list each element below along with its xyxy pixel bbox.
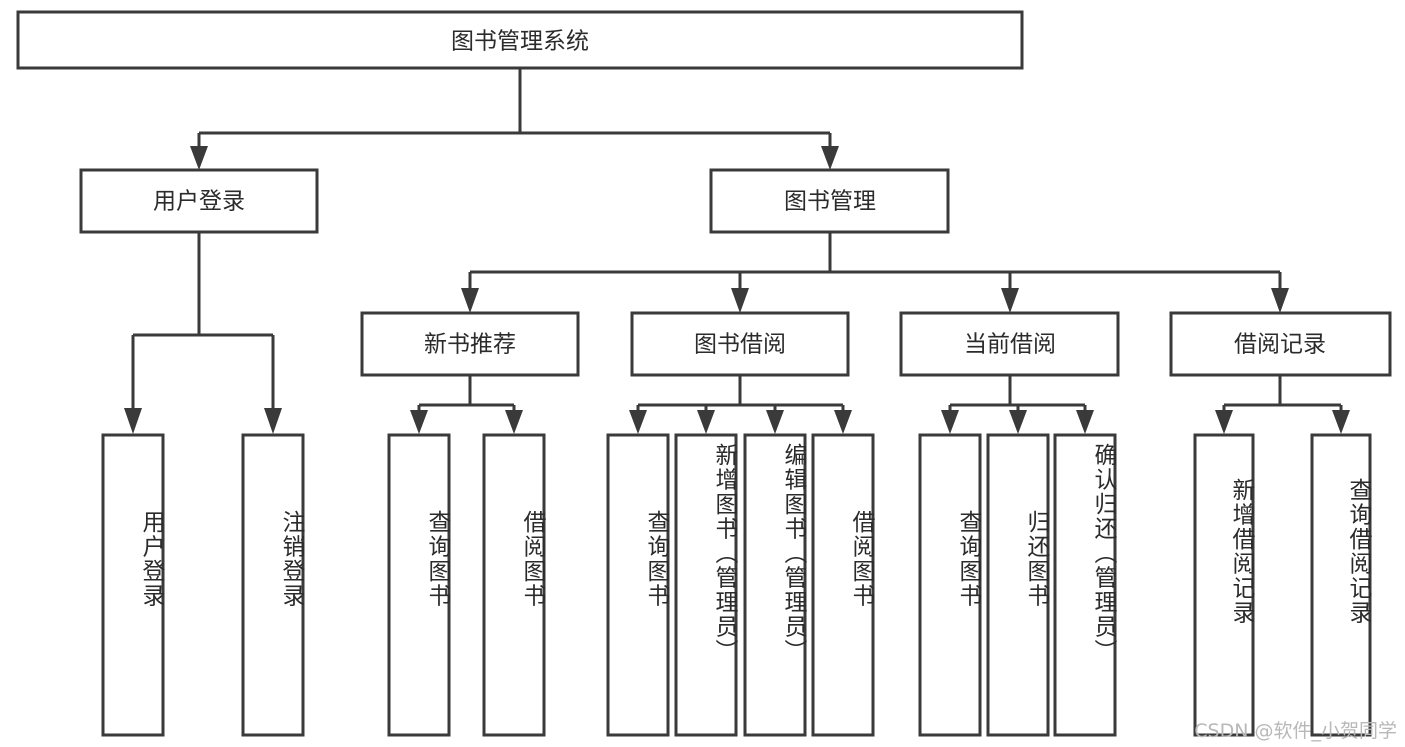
watermark-credit: CSDN @软件_小贺同学 [1194,720,1397,742]
node-leaf-borrow-book-2-box[interactable] [811,433,875,737]
arrow-head-borrow-record [1271,288,1289,313]
node-new-book-recommend-label: 新书推荐 [424,332,516,358]
node-leaf-add-record-box[interactable] [1193,433,1255,737]
connectors-new-book-recommend-to-leaves [410,375,523,434]
node-new-book-recommend-box[interactable] [360,311,580,377]
node-user-login[interactable]: 用户登录 [79,168,319,234]
node-leaf-return-book-box[interactable] [986,433,1050,737]
arrow-head-leaf-borrow-book-1 [505,410,523,434]
node-current-borrow-box[interactable] [899,311,1120,377]
arrow-head-leaf-user-logout [264,408,282,434]
arrow-head-leaf-query-record [1332,410,1350,434]
node-user-login-box[interactable] [79,168,319,234]
arrow-head-leaf-add-book [697,410,715,434]
node-borrow-record-label: 借阅记录 [1234,332,1326,358]
connectors-borrow-record-to-leaves [1215,375,1350,434]
arrow-head-leaf-add-record [1215,410,1233,434]
node-root[interactable]: 图书管理系统 [16,10,1024,70]
leaf-boxes [101,433,1372,737]
arrow-head-leaf-return-book [1009,410,1027,434]
node-root-box[interactable] [16,10,1024,70]
node-leaf-confirm-return-box[interactable] [1053,433,1117,737]
arrow-head-user-login [190,146,208,170]
node-borrow-record-box[interactable] [1169,311,1392,377]
arrow-head-leaf-query-book-1 [410,410,428,434]
arrow-head-leaf-edit-book [766,410,784,434]
connectors-book-borrow-to-leaves [629,375,852,434]
node-borrow-record[interactable]: 借阅记录 [1169,311,1392,377]
arrow-head-leaf-query-book-2 [629,410,647,434]
node-user-login-label: 用户登录 [153,189,245,215]
node-new-book-recommend[interactable]: 新书推荐 [360,311,580,377]
arrow-head-leaf-borrow-book-2 [834,410,852,434]
node-book-borrow[interactable]: 图书借阅 [630,311,850,377]
node-book-management[interactable]: 图书管理 [709,168,950,234]
arrow-head-leaf-query-book-3 [941,410,959,434]
node-leaf-query-book-3-box[interactable] [918,433,982,737]
node-leaf-add-book-box[interactable] [674,433,738,737]
node-current-borrow-label: 当前借阅 [964,332,1056,358]
node-leaf-user-logout-box[interactable] [241,433,305,737]
node-leaf-borrow-book-1-box[interactable] [482,433,546,737]
arrow-head-leaf-confirm-return [1076,410,1094,434]
arrow-head-new-book-recommend [461,288,479,313]
connectors-root-to-level2 [190,68,839,170]
node-book-management-label: 图书管理 [784,189,876,215]
arrow-head-book-borrow [731,288,749,313]
node-leaf-user-login-box[interactable] [101,433,165,737]
node-current-borrow[interactable]: 当前借阅 [899,311,1120,377]
node-book-management-box[interactable] [709,168,950,234]
node-leaf-edit-book-box[interactable] [743,433,807,737]
node-leaf-query-book-2-box[interactable] [606,433,670,737]
node-book-borrow-box[interactable] [630,311,850,377]
connectors-book-management-to-level3 [461,232,1289,313]
connectors-user-login-to-leaves [124,232,282,434]
node-book-borrow-label: 图书借阅 [694,332,786,358]
arrow-head-leaf-user-login [124,408,142,434]
node-leaf-query-record-box[interactable] [1310,433,1372,737]
connectors-current-borrow-to-leaves [941,375,1094,434]
node-leaf-query-book-1-box[interactable] [387,433,451,737]
arrow-head-current-borrow [1001,288,1019,313]
node-root-label: 图书管理系统 [451,29,589,55]
arrow-head-book-management [821,146,839,170]
